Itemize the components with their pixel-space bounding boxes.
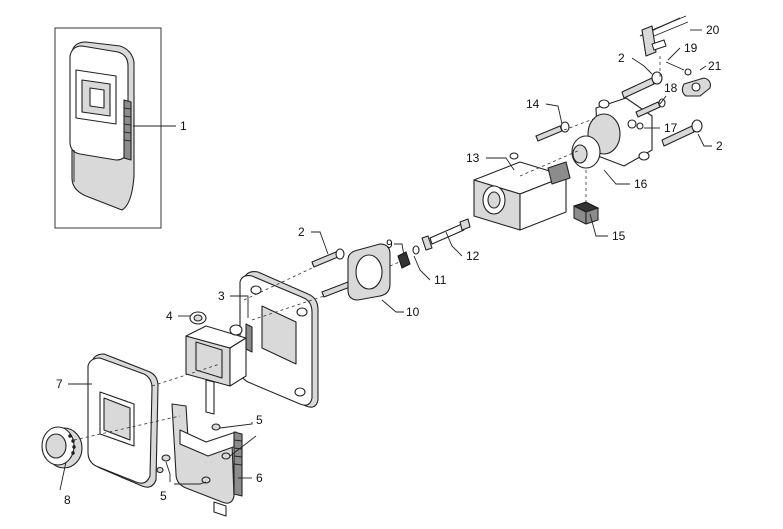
part-5-screws (156, 423, 231, 484)
part-11-washer (412, 245, 420, 255)
callout-16: 16 (634, 177, 648, 191)
part-18-screw (635, 98, 666, 118)
part-10-gasket (347, 243, 391, 301)
part-4-housing (185, 311, 247, 415)
callout-2-right: 2 (716, 139, 723, 153)
part-7-front-cover (87, 353, 159, 488)
part-3-back-plate (239, 271, 319, 408)
callout-2-left: 2 (298, 225, 305, 239)
part-17-oring (636, 122, 644, 130)
callout-8: 8 (64, 493, 71, 507)
callout-12: 12 (466, 249, 480, 263)
part-8-knob (41, 426, 83, 469)
callout-7: 7 (56, 377, 63, 391)
callout-21: 21 (708, 59, 722, 73)
part-12-shaft (421, 218, 471, 251)
part-15-block (572, 201, 600, 225)
alignment-lines (73, 56, 661, 441)
callout-5-right: 5 (256, 413, 263, 427)
callout-17: 17 (664, 121, 678, 135)
part-13-motor (473, 152, 571, 231)
callout-20: 20 (706, 23, 720, 37)
callout-11: 11 (434, 273, 447, 287)
callout-1: 1 (180, 119, 187, 133)
callout-10: 10 (406, 305, 420, 319)
callout-13: 13 (466, 151, 480, 165)
callout-4: 4 (166, 309, 173, 323)
callout-18: 18 (664, 81, 678, 95)
callout-14: 14 (526, 97, 540, 111)
part-21-bracket (681, 77, 711, 97)
part-6-lower-cover (171, 403, 243, 517)
part-14-screw (535, 121, 570, 142)
part-16-gear-head (571, 97, 653, 169)
part-2-screws-right (621, 71, 703, 147)
leader-lines (59, 29, 712, 491)
assembled-unit (69, 41, 135, 211)
part-20-connector (639, 15, 689, 57)
callout-6: 6 (256, 471, 263, 485)
callout-2-top: 2 (618, 51, 625, 65)
callout-9: 9 (386, 237, 393, 251)
part-19-pin (665, 61, 692, 76)
callout-3: 3 (218, 289, 225, 303)
assembled-unit-inset-box (54, 27, 162, 229)
callout-15: 15 (612, 229, 626, 243)
callout-5-left: 5 (160, 489, 167, 503)
callout-labels: 1 2 3 4 5 5 6 7 8 9 10 11 12 13 14 15 16… (56, 23, 723, 507)
callout-19: 19 (684, 41, 698, 55)
